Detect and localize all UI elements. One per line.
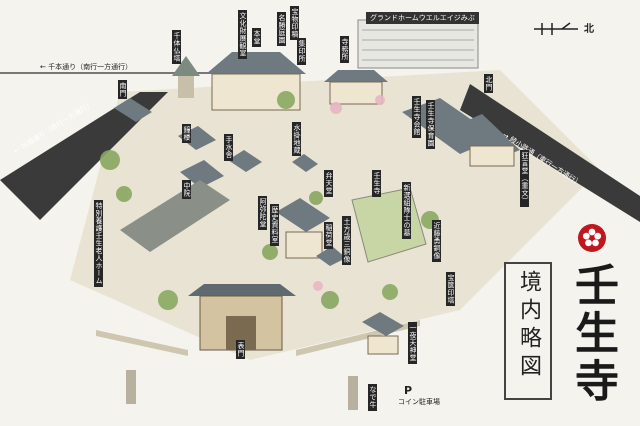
hijikata-label: 土方歳三銅像 bbox=[342, 216, 351, 265]
hondo-roof bbox=[206, 52, 306, 74]
mibudera-label: 壬生寺 bbox=[372, 170, 381, 197]
rekishi-label: 歴史資料室 bbox=[270, 204, 279, 246]
mizukake-jizo-label: 水掛地蔵 bbox=[292, 122, 301, 156]
senbon-road-label: ← 千本通り（南行一方通行） bbox=[40, 63, 133, 71]
amida-do-label: 阿弥陀堂 bbox=[258, 196, 267, 230]
jimusho-label: 寺務所 bbox=[340, 36, 349, 63]
goshuin-label: 宝物印稿 bbox=[290, 6, 299, 40]
temple-name: 壬生寺 bbox=[567, 262, 618, 406]
nakain-label: 中院 bbox=[182, 180, 191, 199]
nadegyu-label: なで牛 bbox=[368, 384, 377, 411]
bunkazai-label: 文化財展観室 bbox=[238, 10, 247, 59]
kondo-label: 近藤勇銅像 bbox=[432, 220, 441, 262]
parking-icon: P bbox=[404, 384, 413, 397]
benten-do-label: 弁天堂 bbox=[324, 170, 333, 197]
omon-roof bbox=[188, 284, 296, 296]
hokyoin-label: 宝篋印塔 bbox=[446, 272, 455, 306]
inari-label: 稲荷堂 bbox=[324, 222, 333, 249]
nursing-home-label: 特別養護壬生老人ホーム bbox=[94, 200, 103, 287]
minami-mon-label: 南門 bbox=[118, 80, 127, 99]
meishou-label: 名勝庭園 bbox=[277, 12, 286, 46]
kita-mon-label: 北門 bbox=[484, 74, 493, 93]
temple-crest-icon bbox=[578, 224, 606, 252]
mibu-kaikan-label: 壬生寺会館 bbox=[412, 96, 421, 138]
ichiya-tenjin-label: 一夜天神堂 bbox=[408, 322, 417, 364]
shuin-label: 集印所 bbox=[297, 38, 306, 65]
shoro-label: 鐘楼 bbox=[182, 124, 191, 143]
north-arrow-icon bbox=[534, 21, 578, 35]
kyogen-do-label: 狂言堂（重文） bbox=[520, 150, 529, 207]
omon-label: 表門 bbox=[236, 340, 245, 359]
senbon-road-line bbox=[0, 72, 210, 74]
map-title-box: 境内略図 bbox=[504, 262, 552, 400]
mibu-hoikuen-label: 壬生寺保育園 bbox=[426, 100, 435, 149]
bojo-road bbox=[0, 92, 168, 220]
parking-label: コイン駐車場 bbox=[398, 398, 440, 406]
grand-home-label: グランドホームウエルエイジみぶ bbox=[366, 12, 479, 24]
compass: 北 bbox=[534, 20, 594, 35]
grand-home-building bbox=[357, 19, 479, 69]
senbutsu-label: 千体仏塔 bbox=[172, 30, 181, 64]
hondo-label: 本堂 bbox=[252, 28, 261, 47]
north-label: 北 bbox=[584, 24, 594, 35]
map-title: 境内略図 bbox=[516, 270, 541, 382]
shinsengumi-label: 新選組隊士の墓 bbox=[402, 182, 411, 239]
ayanokoji-road bbox=[460, 84, 640, 222]
temizuya-label: 手水舎 bbox=[224, 134, 233, 161]
